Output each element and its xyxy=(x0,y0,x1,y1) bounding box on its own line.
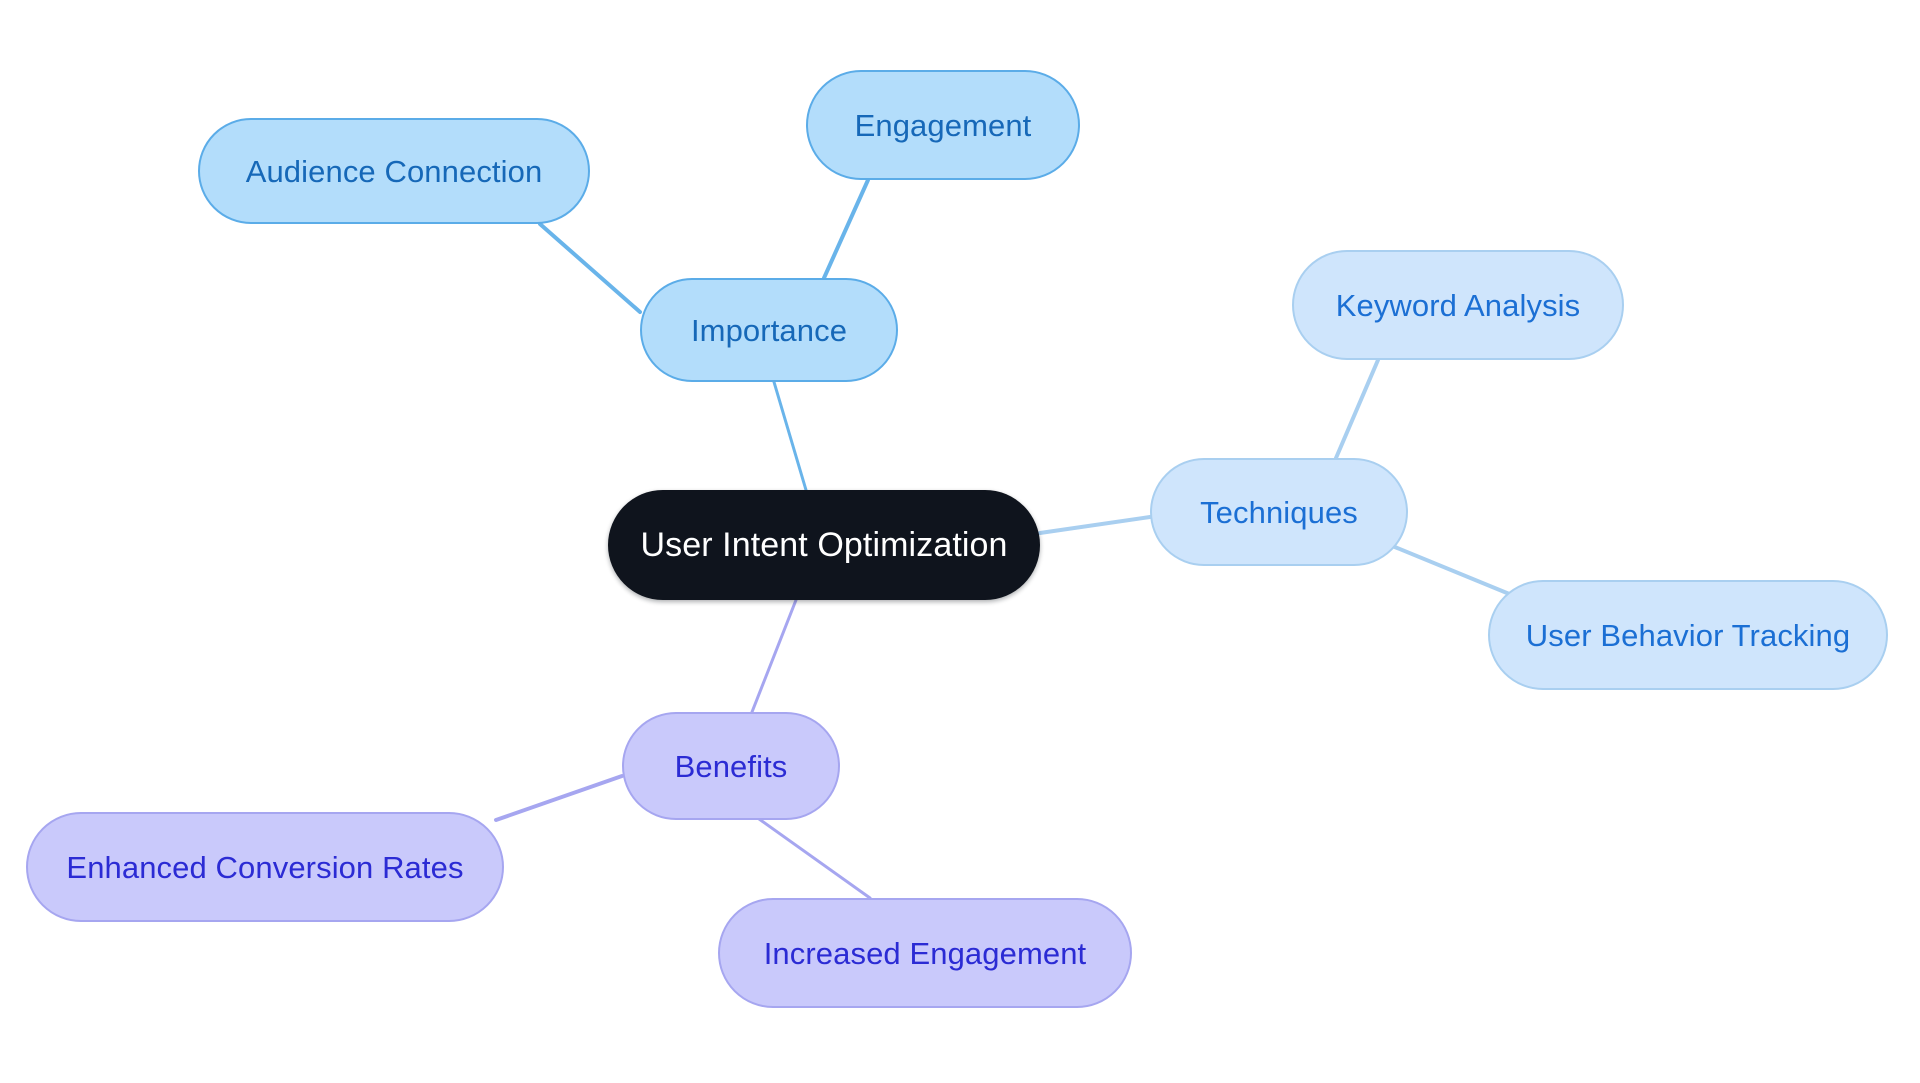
node-root[interactable]: User Intent Optimization xyxy=(608,490,1040,600)
node-label-root: User Intent Optimization xyxy=(640,526,1008,564)
node-label-user-behavior-tracking: User Behavior Tracking xyxy=(1525,617,1851,653)
edge-techniques-keyword xyxy=(1334,358,1380,460)
edge-root-benefits xyxy=(750,598,798,714)
node-label-enhanced-conversion-rates: Enhanced Conversion Rates xyxy=(66,849,464,885)
node-label-benefits: Benefits xyxy=(674,748,788,784)
node-engagement[interactable]: Engagement xyxy=(806,70,1080,180)
node-label-increased-engagement: Increased Engagement xyxy=(763,935,1087,971)
node-importance[interactable]: Importance xyxy=(640,278,898,382)
node-label-audience-connection: Audience Connection xyxy=(245,153,543,189)
node-enhanced-conversion-rates[interactable]: Enhanced Conversion Rates xyxy=(26,812,504,922)
node-increased-engagement[interactable]: Increased Engagement xyxy=(718,898,1132,1008)
edge-benefits-conversion xyxy=(494,774,624,822)
node-label-techniques: Techniques xyxy=(1200,494,1358,530)
node-keyword-analysis[interactable]: Keyword Analysis xyxy=(1292,250,1624,360)
edge-root-techniques xyxy=(1038,515,1152,535)
node-user-behavior-tracking[interactable]: User Behavior Tracking xyxy=(1488,580,1888,690)
node-label-importance: Importance xyxy=(690,312,848,348)
node-benefits[interactable]: Benefits xyxy=(622,712,840,820)
edge-root-importance xyxy=(772,380,808,492)
edge-importance-audience xyxy=(538,222,642,314)
node-label-keyword-analysis: Keyword Analysis xyxy=(1335,287,1581,323)
node-label-engagement: Engagement xyxy=(854,107,1032,143)
node-audience-connection[interactable]: Audience Connection xyxy=(198,118,590,224)
edge-importance-engagement xyxy=(822,178,870,280)
edge-techniques-behavior xyxy=(1388,543,1526,602)
node-techniques[interactable]: Techniques xyxy=(1150,458,1408,566)
